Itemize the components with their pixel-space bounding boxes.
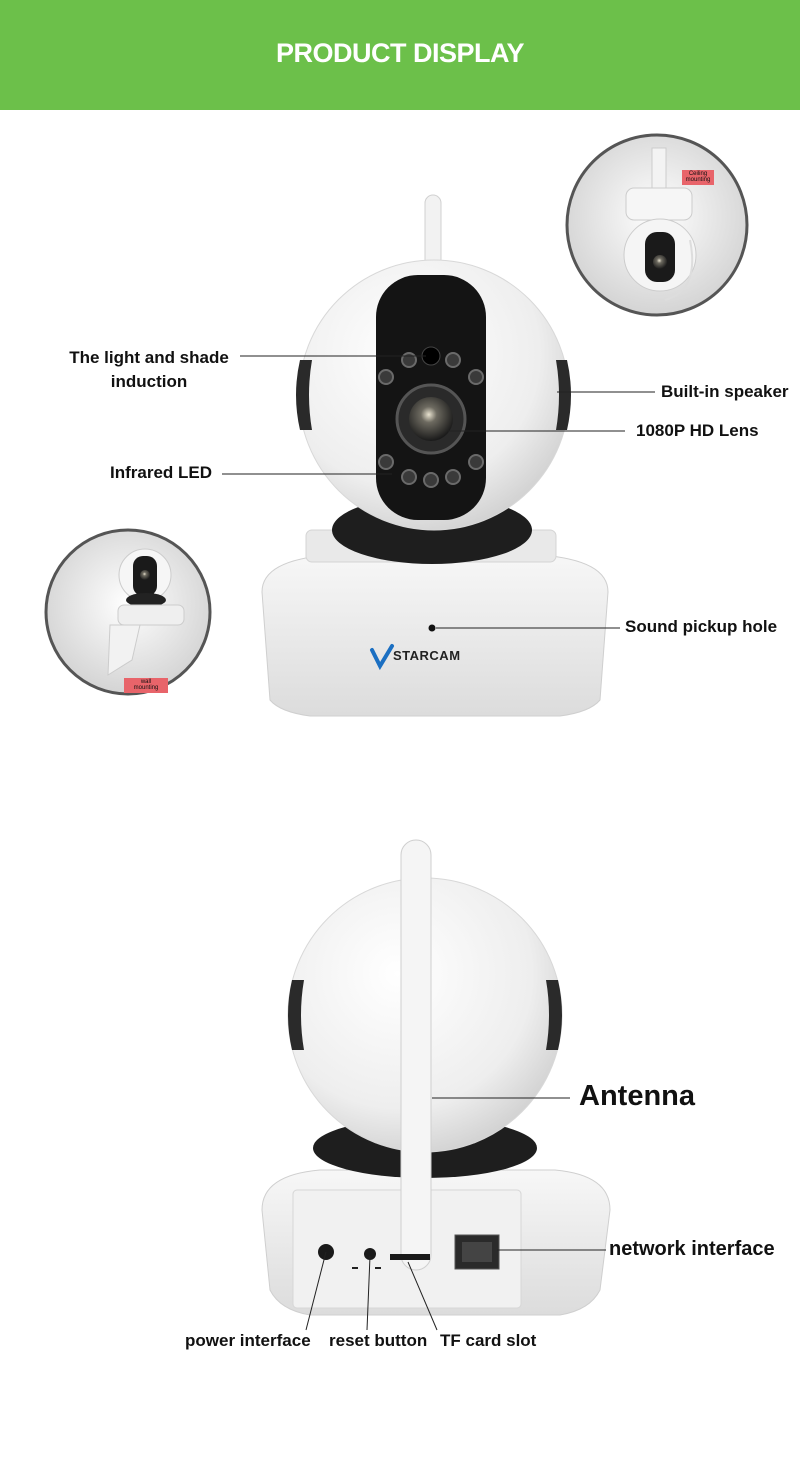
light-sensor-label: The light and shade induction [60,346,238,394]
wall-tag-line2: mounting [133,685,159,691]
wall-tag-line1: wall [140,679,152,685]
header-banner [0,0,800,110]
brand-logo-text: STARCAM [393,648,461,663]
antenna-label: Antenna [579,1080,695,1112]
front-camera [261,194,609,717]
ceiling-tag-line2: mounting [685,177,711,183]
ceiling-tag-text: Ceiling mounting [682,171,714,183]
mic-label: Sound pickup hole [625,617,778,636]
network-label: network interface [609,1238,775,1260]
reset-label: reset button [329,1331,428,1350]
ceiling-mount-inset [565,133,749,317]
power-label: power interface [185,1331,311,1350]
back-callout-lines [305,1097,606,1331]
speaker-label: Built-in speaker [661,382,789,401]
infrared-label: Infrared LED [110,463,213,482]
lens-label: 1080P HD Lens [636,421,759,440]
back-camera [261,839,611,1316]
page-title: PRODUCT DISPLAY [275,38,525,68]
ceiling-tag-line1: Ceiling [688,171,708,177]
front-callout-lines [222,355,655,629]
wall-tag-text: wall mounting [124,679,168,691]
light-sensor-label-line1: The light and shade [69,348,229,367]
ceiling-tag [682,170,714,185]
wall-tag [124,678,168,693]
tf-label: TF card slot [440,1331,537,1350]
wall-mount-inset [44,528,212,696]
light-sensor-label-line2: induction [110,372,188,391]
